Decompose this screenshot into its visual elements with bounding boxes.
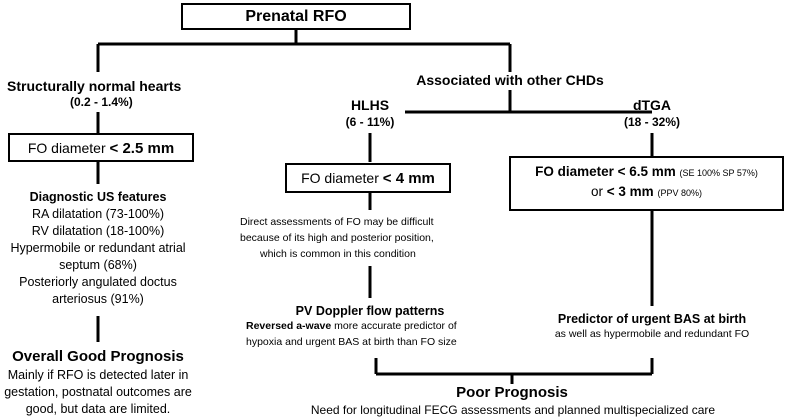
hlhs-note: which is common in this condition [260,248,416,260]
hlhs-fo-value: < 4 mm [382,170,435,187]
left-fo-text: FO diameter < 2.5 mm [10,140,192,157]
dtga-title: dTGA [632,97,672,113]
hlhs-range: (6 - 11%) [345,115,395,129]
dtga-fo-line2: or < 3 mm (PPV 80%) [511,184,782,200]
pv-doppler-title: PV Doppler flow patterns [295,304,445,318]
dtga-range: (18 - 32%) [623,115,681,129]
chd-title: Associated with other CHDs [416,72,604,88]
dtga-fo-stats: (SE 100% SP 57%) [679,168,758,178]
predictor-title: Predictor of urgent BAS at birth [557,312,747,326]
root-label: Prenatal RFO [245,8,347,25]
feature-item: RV dilatation (18-100%) [31,224,165,238]
left-fo-value: < 2.5 mm [109,140,175,157]
good-prognosis-text: Mainly if RFO is detected later in [7,368,189,382]
feature-item: Hypermobile or redundant atrial [10,241,186,255]
hlhs-title: HLHS [350,97,390,113]
hlhs-note: because of its high and posterior positi… [240,232,434,244]
dtga-fo-ppv: (PPV 80%) [657,188,702,198]
structurally-normal-range: (0.2 - 1.4%) [70,95,133,109]
poor-prognosis-text: Need for longitudinal FECG assessments a… [310,403,716,417]
dtga-fo-line1: FO diameter < 6.5 mm (SE 100% SP 57%) [511,164,782,180]
good-prognosis-title: Overall Good Prognosis [12,348,184,365]
good-prognosis-text: gestation, postnatal outcomes are [4,385,192,399]
root-box: Prenatal RFO [181,3,411,30]
pv-doppler-line2: hypoxia and urgent BAS at birth than FO … [246,336,457,348]
dtga-fo-or: or [591,184,607,199]
left-fo-label: FO diameter [27,140,110,156]
dtga-fo-box: FO diameter < 6.5 mm (SE 100% SP 57%) or… [509,156,784,211]
predictor-text: as well as hypermobile and redundant FO [554,328,750,340]
pv-doppler-rest: more accurate predictor of [331,320,457,332]
dtga-fo-value: FO diameter < 6.5 mm [535,164,676,179]
feature-item: RA dilatation (73-100%) [31,207,165,221]
hlhs-fo-box: FO diameter < 4 mm [285,163,451,193]
feature-item: Posteriorly angulated doctus [19,275,177,289]
pv-doppler-line1: Reversed a-wave more accurate predictor … [246,320,457,332]
feature-item: septum (68%) [59,258,137,272]
poor-prognosis-title: Poor Prognosis [456,384,568,401]
structurally-normal-title: Structurally normal hearts [7,78,182,94]
dtga-fo-value2: < 3 mm [606,184,654,199]
left-fo-box: FO diameter < 2.5 mm [8,133,194,162]
hlhs-note: Direct assessments of FO may be difficul… [240,216,434,228]
features-title: Diagnostic US features [29,190,167,204]
hlhs-fo-text: FO diameter < 4 mm [287,170,449,187]
hlhs-fo-label: FO diameter [301,170,383,186]
reversed-a-wave: Reversed a-wave [246,320,332,332]
feature-item: arteriosus (91%) [52,292,144,306]
good-prognosis-text: good, but data are limited. [25,402,171,416]
